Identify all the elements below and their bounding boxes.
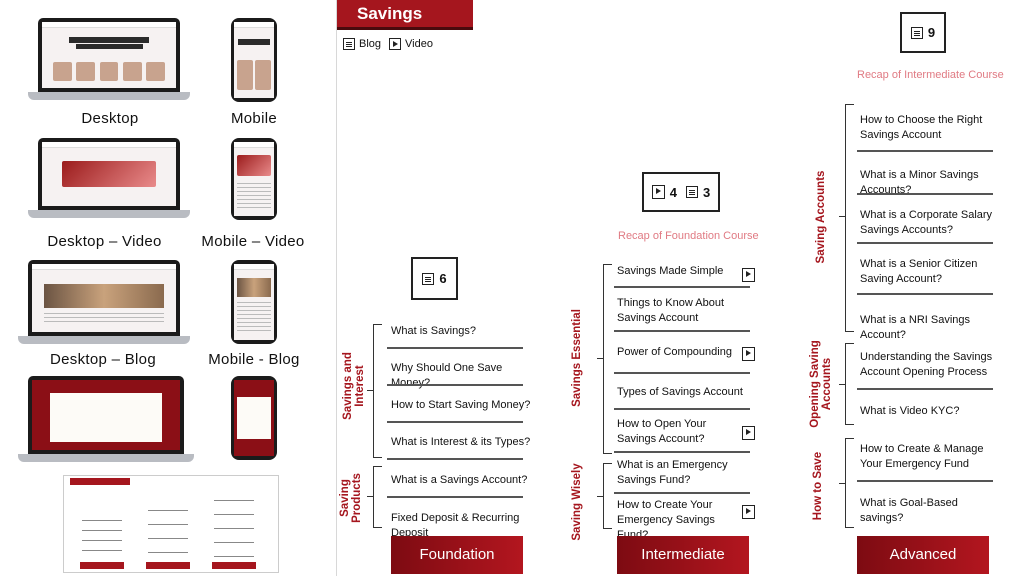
desktop-video-mockup <box>28 138 190 218</box>
course-map: Savings Course Blog Video 6 Savings and … <box>337 0 1024 576</box>
blog-icon <box>910 26 923 39</box>
panel-divider <box>336 0 337 576</box>
course-title-bar: Savings Course <box>337 0 473 50</box>
legend: Blog Video <box>343 38 433 50</box>
topic-item: Types of Savings Account <box>617 386 743 398</box>
desktop-mockup <box>28 18 190 100</box>
bracket-savings-and-interest <box>373 324 382 458</box>
intermediate-video-count: 4 <box>669 184 677 200</box>
bracket-saving-products <box>373 466 382 528</box>
mobile-mockup <box>231 18 277 102</box>
group-opening-saving-accounts: Opening Saving Accounts <box>809 340 833 428</box>
recap-foundation: Recap of Foundation Course <box>618 230 759 242</box>
video-icon <box>651 185 665 199</box>
group-saving-wisely: Saving Wisely <box>571 463 583 541</box>
topic-item: Understanding the Savings Account Openin… <box>860 351 993 378</box>
group-how-to-save: How to Save <box>812 451 824 521</box>
topic-item: Power of Compounding <box>617 346 732 358</box>
bracket-opening-saving-accounts <box>845 343 854 425</box>
topic-item: How to Choose the Right Savings Account <box>860 114 983 141</box>
blog-icon <box>343 38 355 50</box>
label-desktop-blog: Desktop – Blog <box>50 351 156 368</box>
blog-icon <box>686 186 698 198</box>
bracket-savings-essential <box>603 264 612 454</box>
label-desktop-video: Desktop – Video <box>47 233 162 250</box>
foundation-count-box: 6 <box>411 257 458 300</box>
advanced-blog-count: 9 <box>927 25 936 40</box>
topic-item: What is Savings? <box>391 325 476 337</box>
video-thumbnail <box>62 161 156 187</box>
topic-item: Things to Know About Savings Account <box>617 297 725 324</box>
legend-video-label: Video <box>405 38 433 50</box>
mobile-certificate-mockup <box>231 376 277 460</box>
bracket-saving-accounts <box>845 104 854 332</box>
level-advanced: Advanced <box>857 536 989 574</box>
mobile-video-mockup <box>231 138 277 220</box>
desktop-hero-heading <box>68 36 150 43</box>
level-intermediate: Intermediate <box>617 536 749 574</box>
group-savings-essential: Savings Essential <box>571 309 583 407</box>
intermediate-blog-count: 3 <box>703 184 711 200</box>
legend-blog-label: Blog <box>359 38 382 50</box>
topic-item: Savings Made Simple <box>617 265 724 277</box>
group-saving-products: Saving Products <box>339 473 363 523</box>
blog-photo <box>43 284 165 309</box>
bracket-how-to-save <box>845 438 854 528</box>
topic-item: What is Goal-Based savings? <box>860 497 958 524</box>
certificate-paper <box>49 392 163 442</box>
topic-item: What is a Corporate Salary Savings Accou… <box>860 209 993 236</box>
course-map-thumbnail <box>63 475 279 573</box>
mobile-blog-mockup <box>231 260 277 344</box>
video-icon <box>742 426 755 440</box>
video-icon <box>742 347 755 361</box>
topic-item: How to Open Your Savings Account? <box>617 418 707 445</box>
video-icon <box>742 268 755 282</box>
foundation-blog-count: 6 <box>439 271 447 286</box>
level-foundation: Foundation <box>391 536 523 574</box>
device-gallery: Desktop Mobile Desktop – Video Mobile – … <box>0 0 336 576</box>
label-mobile-blog: Mobile - Blog <box>208 351 300 368</box>
intermediate-count-box: 4 3 <box>642 172 720 212</box>
bracket-saving-wisely <box>603 463 612 529</box>
advanced-count-box: 9 <box>900 12 946 53</box>
topic-item: How to Create & Manage Your Emergency Fu… <box>860 443 984 470</box>
topic-item: What is a Savings Account? <box>391 474 528 486</box>
recap-intermediate: Recap of Intermediate Course <box>857 69 1004 81</box>
video-icon <box>742 505 755 519</box>
topic-item: What is a Senior Citizen Saving Account? <box>860 258 978 285</box>
label-desktop: Desktop <box>81 110 139 127</box>
topic-item: What is an Emergency Savings Fund? <box>617 459 728 486</box>
desktop-certificate-mockup <box>18 376 194 462</box>
topic-item: What is a NRI Savings Account? <box>860 314 971 341</box>
topic-item: Why Should One Save Money? <box>391 362 503 389</box>
topic-item: What is Interest & its Types? <box>391 436 531 448</box>
label-mobile-video: Mobile – Video <box>201 233 305 250</box>
video-icon <box>389 38 402 50</box>
group-savings-and-interest: Savings and Interest <box>342 352 366 420</box>
label-mobile: Mobile <box>231 110 277 127</box>
topic-item: What is Video KYC? <box>860 405 960 417</box>
blog-icon <box>422 272 435 285</box>
desktop-blog-mockup <box>18 260 190 344</box>
group-saving-accounts: Saving Accounts <box>815 170 827 264</box>
topic-item: How to Start Saving Money? <box>391 399 531 411</box>
